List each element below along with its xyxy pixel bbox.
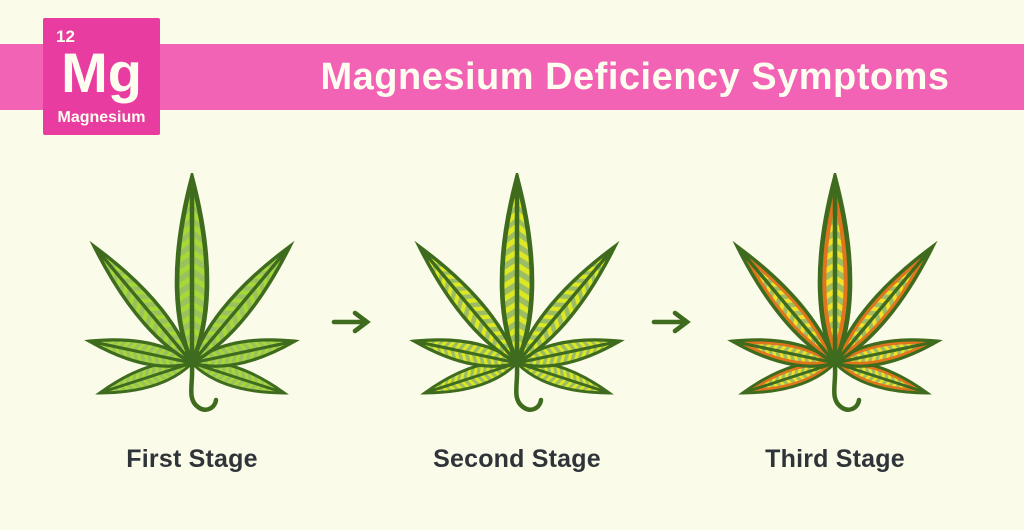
arrow-right-icon — [331, 310, 371, 334]
atomic-number: 12 — [56, 27, 75, 46]
arrow-right-icon — [651, 310, 691, 334]
stage-label-second: Second Stage — [433, 445, 601, 473]
element-name: Magnesium — [57, 109, 146, 126]
stage-third: Third Stage — [705, 173, 965, 483]
stage-label-third: Third Stage — [765, 445, 905, 473]
stage-second: Second Stage — [387, 173, 647, 483]
stage-first: First Stage — [62, 173, 322, 483]
page-title: Magnesium Deficiency Symptoms — [320, 55, 950, 98]
leaf-first-stage-icon — [62, 173, 322, 433]
stage-label-first: First Stage — [126, 445, 258, 473]
element-symbol: Mg — [61, 41, 142, 104]
title-banner — [0, 44, 1024, 110]
magnesium-element-card: 12 Mg Magnesium — [43, 18, 160, 135]
leaf-third-stage-icon — [705, 173, 965, 433]
leaf-second-stage-icon — [387, 173, 647, 433]
